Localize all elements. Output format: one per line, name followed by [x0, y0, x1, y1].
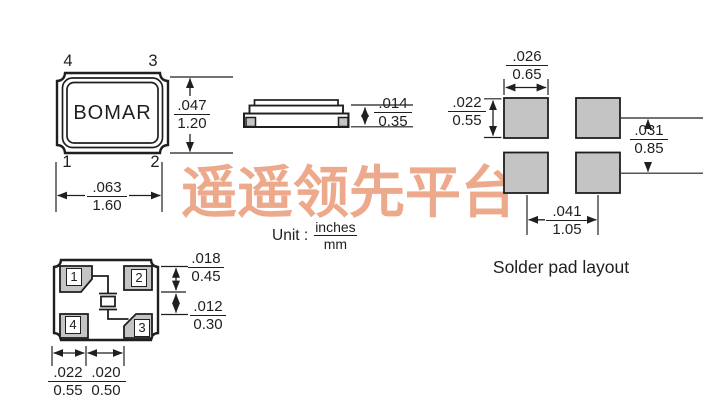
- side-view-thickness-dim: [351, 104, 413, 128]
- dim-layout-horizontal-pitch: .041 1.05: [546, 204, 588, 237]
- top-view-lid-outer: [61, 77, 164, 149]
- dim-bottom-view-pad-height: .018 0.45: [188, 251, 224, 284]
- pin-3-label: 3: [148, 52, 158, 70]
- dim-bottom-view-pad-gap-horizontal: .020 0.50: [86, 365, 126, 398]
- dim-top-view-width: .063 1.60: [87, 180, 127, 213]
- dim-bottom-view-pad-width: .022 0.55: [48, 365, 88, 398]
- side-view-lid-rim: [248, 104, 344, 115]
- dim-top-view-height: .047 1.20: [174, 98, 210, 131]
- bottom-pad-3-number: 3: [134, 319, 150, 337]
- bottom-pad-2-number: 2: [131, 269, 147, 287]
- layout-pad-height-dim: [484, 98, 502, 139]
- pin-1-label: 1: [62, 153, 72, 171]
- solder-pad-layout-title: Solder pad layout: [492, 257, 630, 277]
- bottom-view-right-dims: [161, 265, 188, 316]
- pin-2-label: 2: [150, 153, 160, 171]
- side-view-lid-top: [253, 99, 339, 107]
- bottom-pad-4-number: 4: [65, 316, 81, 334]
- bomar-brand-label: BOMAR: [73, 102, 152, 124]
- bottom-view-bottom-dims: [51, 346, 125, 366]
- layout-pad-top-right: [575, 97, 621, 139]
- layout-pad-top-left: [503, 97, 549, 139]
- unit-prefix: Unit :: [272, 226, 309, 244]
- dim-bottom-view-pad-gap-vertical: .012 0.30: [190, 299, 226, 332]
- side-view-body: [243, 112, 350, 128]
- dim-layout-vertical-pitch: .031 0.85: [630, 123, 668, 156]
- side-view-right-pad: [337, 116, 349, 128]
- top-view-lid-inner: [66, 81, 159, 144]
- top-view-width-dim: [55, 162, 163, 212]
- layout-horizontal-pitch-dim: [526, 195, 599, 235]
- layout-vertical-pitch-dim: [621, 117, 703, 174]
- layout-pad-bottom-left: [503, 151, 549, 194]
- top-view: [55, 71, 233, 212]
- layout-pad-bottom-right: [575, 151, 621, 194]
- layout-pad-width-dim: [503, 79, 549, 95]
- top-view-height-dim: [170, 76, 233, 154]
- bottom-pad-1-number: 1: [66, 268, 82, 286]
- pin-4-label: 4: [63, 52, 73, 70]
- dim-layout-pad-height: .022 0.55: [448, 95, 486, 128]
- unit-fraction: inches mm: [314, 219, 357, 252]
- side-view: [243, 99, 413, 128]
- crystal-symbol: [92, 275, 129, 320]
- side-view-left-pad: [245, 116, 257, 128]
- watermark-text: 遥遥领先平台: [181, 161, 517, 224]
- unit-note: Unit : inches mm: [272, 220, 357, 251]
- dim-layout-pad-width: .026 0.65: [506, 49, 548, 82]
- solder-pad-layout: [484, 79, 703, 235]
- dim-side-view-thickness: .014 0.35: [374, 96, 412, 129]
- top-view-body-outline: [55, 71, 170, 155]
